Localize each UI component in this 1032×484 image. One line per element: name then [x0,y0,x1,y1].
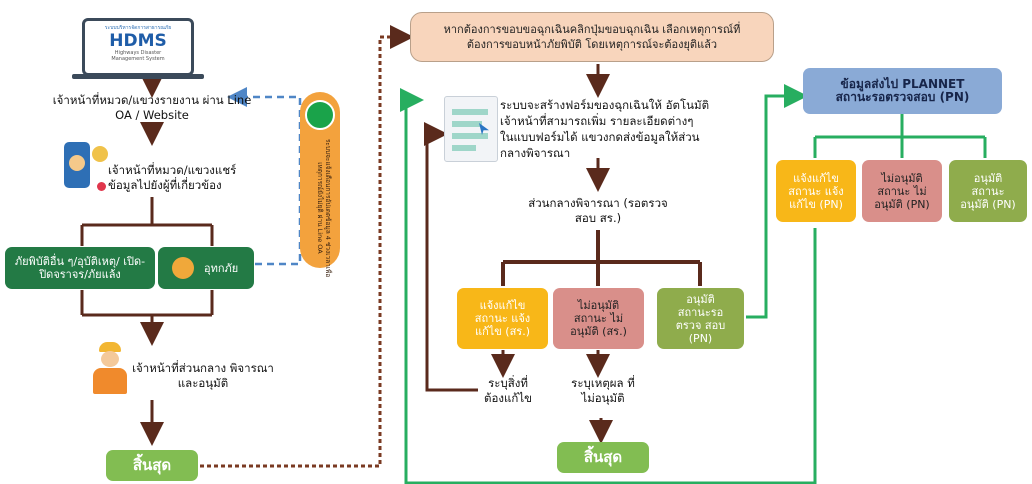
box-reject: ไม่อนุมัติ สถานะ ไม่อนุมัติ (สร.) [553,288,644,349]
notify-vertical-text: ระบบจะแจ้งเตือนการอัปเดตข้อมูล 4 ช่วงเวล… [316,138,332,278]
flood-label: อุทกภัย [204,261,239,275]
step-share: เจ้าหน้าที่หมวด/แขวงแชร์ ข้อมูลไปยังผู้ท… [108,163,237,192]
loop-fix-form [424,122,478,392]
phone-share-icon [64,142,90,188]
top-instruction-box: หากต้องการขอบขอฉุกเฉินคลิกปุ่มขอบฉุกเฉิน… [410,12,774,62]
pn-reject-box: ไม่อนุมัติ สถานะ ไม่อนุมัติ (PN) [862,160,942,222]
green-fix-loop-b [400,88,817,484]
green-pn-branch [813,114,987,158]
branch-center-decisions [501,230,702,286]
step-center: เจ้าหน้าที่ส่วนกลาง พิจารณาและอนุมัติ [132,361,274,390]
notify-loop [227,87,302,266]
logo-small-text: ระบบบริหารจัดการสาธารณภัย [104,25,172,31]
flood-icon [172,257,194,279]
label-reject: ระบุเหตุผล ที่ไม่อนุมัติ [571,376,635,405]
label-fix: ระบุสิ่งที่ ต้องแก้ไข [483,376,532,405]
box-flood: อุทกภัย [158,247,254,289]
dotted-path [200,25,414,468]
center-review: ส่วนกลางพิจารณา (รอตรวจสอบ สร.) [528,196,668,225]
form-description: ระบบจะสร้างฟอร์มของฉุกเฉินให้ อัตโนมัติ … [500,98,710,160]
merge-types-center [80,290,214,340]
worker-icon [90,342,130,396]
logo-device-base [72,74,204,79]
end-mid-box: สิ้นสุด [557,442,649,473]
step-report: เจ้าหน้าที่หมวด/แขวงรายงาน ผ่าน Line OA … [52,93,252,122]
plannet-box: ข้อมูลส่งไป PLANNET สถานะรอตรวจสอบ (PN) [803,68,1002,114]
branch-share-types [80,197,214,246]
line-icon [305,100,335,130]
hdms-logo: ระบบบริหารจัดการสาธารณภัย HDMS Highways … [82,18,194,76]
green-approve-plannet [746,84,808,319]
box-fix: แจ้งแก้ไข สถานะ แจ้งแก้ไข (สร.) [457,288,548,349]
box-other-disasters: ภัยพิบัติอื่น ๆ/อุบัติเหตุ/ เปิด-ปิดจราจ… [5,247,155,289]
logo-subtitle: Highways Disaster Management System [111,50,165,62]
logo-name: HDMS [109,31,167,51]
user-badge-icon [92,146,108,162]
pn-approve-box: อนุมัติ สถานะ อนุมัติ (PN) [949,160,1027,222]
pn-fix-box: แจ้งแก้ไข สถานะ แจ้งแก้ไข (PN) [776,160,856,222]
alert-dot-icon [97,182,106,191]
end-left-box: สิ้นสุด [106,450,198,481]
box-approve: อนุมัติ สถานะรอตรวจ สอบ (PN) [657,288,744,349]
form-icon [444,96,498,162]
